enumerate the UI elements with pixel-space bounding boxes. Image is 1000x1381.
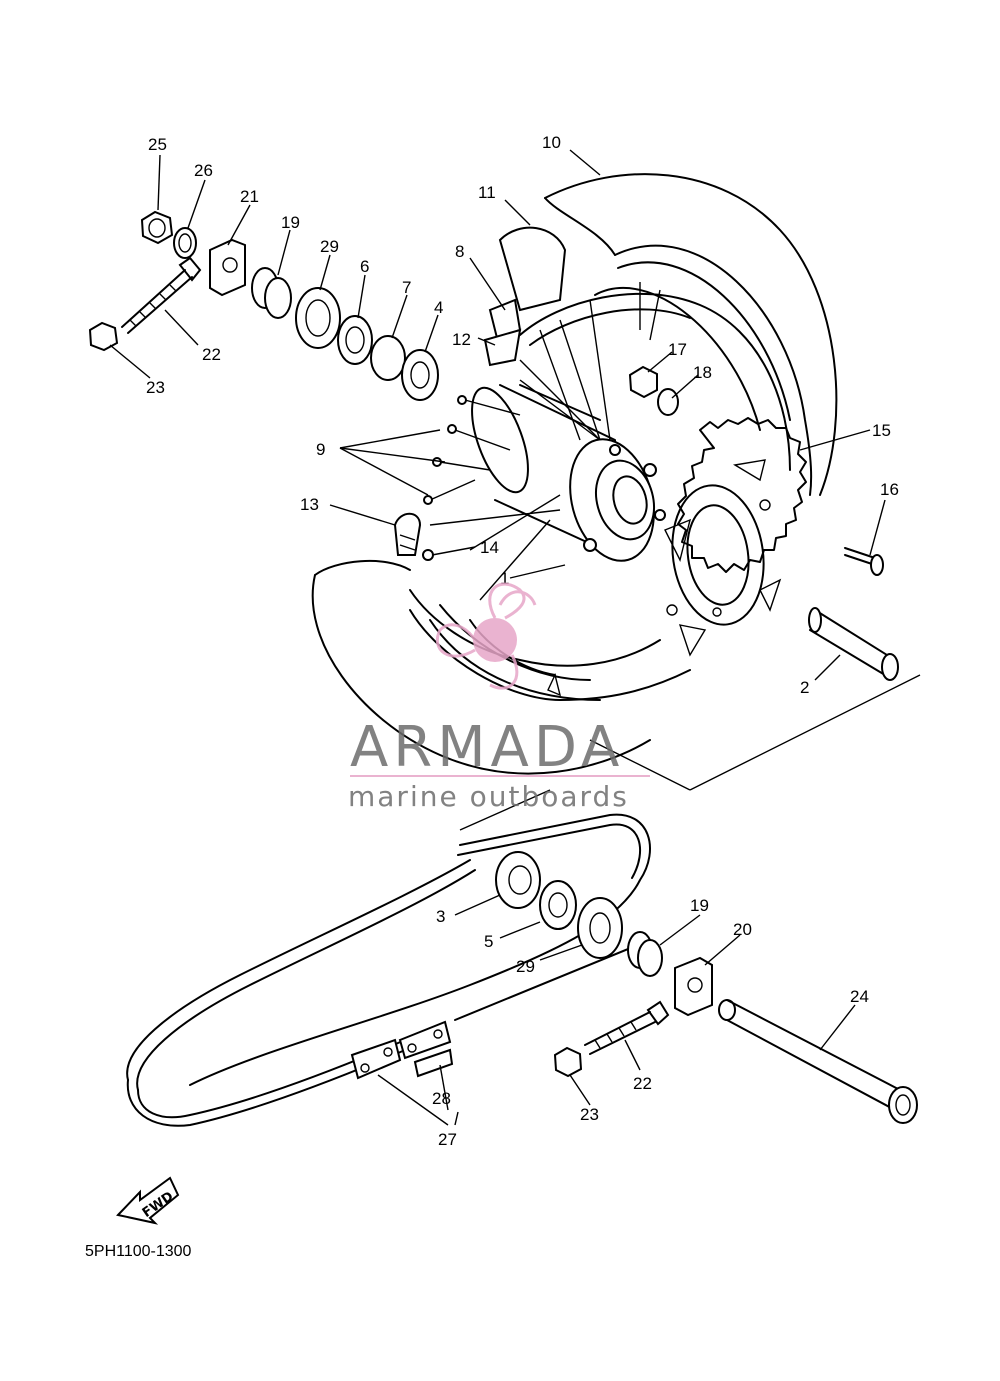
collar-part-19 [251,267,292,319]
forward-arrow-icon: FWD [116,1176,180,1225]
callout-10: 10 [542,133,561,152]
adjuster-part-20 [674,956,713,1017]
callout-29-lower: 29 [516,957,535,976]
nut-part-25 [140,210,174,245]
callout-24: 24 [850,987,869,1006]
rim-lock-part-13 [393,512,422,556]
bolt-part-16 [844,547,884,576]
tire-part-10 [311,173,838,775]
bearing-part-6 [337,315,373,365]
bolt-part-22-lower [584,1000,670,1055]
callout-4: 4 [434,298,443,317]
adjuster-part-21 [209,238,246,297]
callout-16: 16 [880,480,899,499]
callout-23-upper: 23 [146,378,165,397]
callout-21: 21 [240,187,259,206]
callout-14: 14 [480,538,499,557]
rim-lock-parts [483,226,567,367]
callout-1: 1 [500,569,509,588]
propeller-logo-icon [436,582,537,690]
nut-part-23-upper [88,321,119,352]
callout-19-upper: 19 [281,213,300,232]
callout-19-lower: 19 [690,896,709,915]
callout-22-upper: 22 [202,345,221,364]
callout-29-upper: 29 [320,237,339,256]
callout-18: 18 [693,363,712,382]
callout-labels: 10 11 8 12 25 26 21 19 29 6 7 4 22 23 17… [146,133,899,1149]
callout-11: 11 [478,183,496,202]
washer-part-26 [173,227,197,259]
callout-27: 27 [438,1130,457,1149]
oil-seal-part-29 [295,287,341,349]
callout-3: 3 [436,907,445,926]
watermark-subtitle: marine outboards [348,780,629,813]
collar-part-19-lower [627,931,663,977]
callout-28: 28 [432,1089,451,1108]
washer-part-18 [657,388,679,416]
watermark-title: ARMADA [350,715,624,780]
callout-17: 17 [668,340,687,359]
callout-20: 20 [733,920,752,939]
diagram-code: 5PH1100-1300 [85,1243,192,1260]
axle-part-24 [718,999,918,1124]
spacer-part-5 [539,880,577,930]
nut-part-14 [422,549,434,561]
bolt-part-22-upper [121,256,202,334]
collar-part-2 [808,607,899,681]
sprocket-part-15 [664,417,807,657]
bearing-part-4 [401,349,439,401]
callout-5: 5 [484,932,493,951]
watermark: ARMADA marine outboards [348,582,650,813]
callout-13: 13 [300,495,319,514]
callout-9: 9 [316,440,325,459]
callout-8: 8 [455,242,464,261]
callout-26: 26 [194,161,213,180]
callout-6: 6 [360,257,369,276]
callout-23-lower: 23 [580,1105,599,1124]
callout-12: 12 [452,330,471,349]
callout-22-lower: 22 [633,1074,652,1093]
callout-2: 2 [800,678,809,697]
callout-7: 7 [402,278,411,297]
circlip-part-7 [370,335,406,381]
chain-joint-part-28 [350,1020,454,1080]
leader-lines [109,149,921,1126]
nut-part-17 [628,365,658,399]
callout-25: 25 [148,135,167,154]
callout-15: 15 [872,421,891,440]
chain-part-27 [126,813,651,1127]
bearing-part-3 [495,851,541,909]
oil-seal-part-29-lower [577,897,623,959]
hub-part-1 [471,384,666,562]
spoke-part-9 [423,395,521,505]
nut-part-23-lower [553,1046,583,1078]
